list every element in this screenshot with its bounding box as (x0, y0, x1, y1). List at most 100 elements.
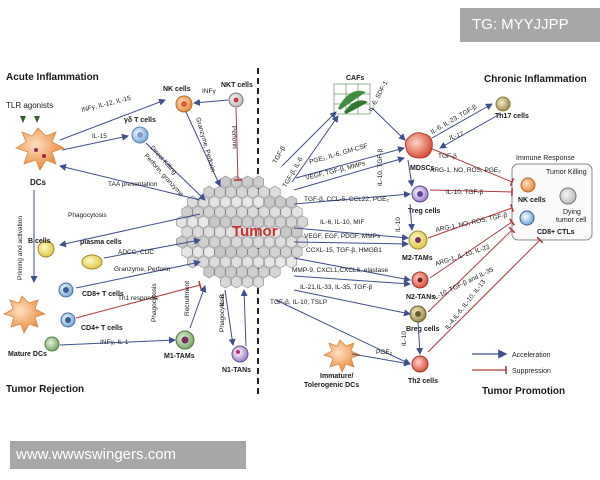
watermark-top-right: TG: MYYJJPP (460, 8, 600, 42)
tumor-cell (231, 175, 242, 189)
edge-label-il10-v2: IL-10 (395, 217, 402, 232)
tumor-cell (280, 245, 292, 259)
tumor-cell (236, 185, 248, 199)
suppression-line (427, 207, 513, 239)
tumor-cell (209, 195, 220, 209)
tumor-cell (269, 265, 281, 279)
dc-cell-icon (15, 127, 66, 171)
tumor-cell (274, 195, 287, 209)
tumor-label: Tumor (232, 223, 278, 240)
chronic-title: Chronic Inflammation (484, 74, 587, 85)
tumor-cell (280, 205, 292, 219)
edge-label-phago3: Phagocytosis (219, 293, 226, 332)
edge-label-gran2: Granzyme, Perforin (114, 266, 171, 273)
edge-label-adcc: ADCC, CDC (118, 249, 154, 256)
interaction-arrows (30, 98, 544, 367)
acceleration-arrow (185, 111, 221, 187)
suppression-line (429, 221, 513, 279)
gd-label: γδ T cells (124, 117, 156, 124)
acceleration-arrow (293, 289, 411, 317)
acceleration-arrow (416, 321, 424, 355)
inset-title: Immune Response (516, 155, 575, 162)
mature-dc-icon (2, 295, 47, 334)
tumor-cell (247, 205, 259, 219)
edge-label-ifn-il12: INFγ, IL-12, IL-15 (81, 95, 132, 114)
tumor-cell (285, 235, 298, 249)
edge-label-vegf-egf: VEGF, EGF, PDGF, MMPs (304, 233, 381, 240)
acute-title: Acute Inflammation (6, 72, 99, 83)
acceleration-arrow (240, 289, 248, 347)
edge-label-tgf-ccl: TGF-β, CCL-5, CCL22, PGE₂ (304, 196, 389, 203)
th2-cell-icon (411, 355, 429, 373)
mature-dc-label: Mature DCs (8, 351, 47, 358)
acceleration-arrow (61, 133, 129, 151)
tumor-cell (209, 255, 220, 269)
tumor-cell (220, 215, 231, 229)
n1-label: N1-TANs (222, 367, 251, 374)
plasma-cell-icon (81, 254, 103, 270)
legend-suppress: Suppression (512, 368, 551, 375)
tumor-cell (247, 265, 259, 279)
edge-label-il10-v3: IL-10 (401, 331, 408, 346)
acceleration-arrow (193, 98, 229, 106)
acceleration-arrow (275, 299, 411, 365)
tumor-cell (203, 185, 215, 199)
tumor-cell (263, 215, 276, 229)
dying-tumor-icon (559, 187, 577, 205)
edge-label-ccxl: CCXL-15, TGF-β, HMGB1 (306, 247, 382, 254)
tumor-cell (263, 195, 276, 209)
edge-label-il15: IL-15 (92, 133, 107, 140)
edge-label-gran-perf: Granzyme, Perforin (194, 117, 216, 173)
tumor-cell (231, 235, 242, 249)
caf-network-icon (333, 83, 371, 115)
tumor-cell (214, 185, 226, 199)
tumor-cell (242, 195, 253, 209)
tumor-cell (198, 235, 209, 249)
tumor-cell (285, 195, 298, 209)
tumor-cell (263, 255, 276, 269)
promotion-title: Tumor Promotion (482, 386, 565, 397)
inset-cd8-icon (519, 210, 535, 226)
tumor-cell (214, 205, 226, 219)
edge-label-phago2: Phagocytosis (151, 283, 158, 322)
suppression-bar (508, 226, 516, 234)
edge-label-il6-sdf: IL-6, SDF-1 (368, 80, 390, 113)
acceleration-arrow (59, 213, 201, 248)
edge-label-pge2: PGE₂ (376, 349, 393, 356)
tumor-cell (253, 195, 265, 209)
acceleration-arrow (281, 111, 337, 167)
tumor-cell (203, 265, 215, 279)
tumor-cell (269, 185, 281, 199)
tumor-cell (203, 205, 215, 219)
acceleration-arrow (371, 107, 406, 141)
tumor-cell (291, 245, 303, 259)
acceleration-arrow (351, 353, 411, 367)
th17-label: Th17 cells (495, 113, 529, 120)
tumor-cell (242, 255, 253, 269)
tumor-cell (209, 235, 220, 249)
acceleration-arrow (59, 336, 176, 346)
tlr-agonists-label: TLR agonists (6, 101, 53, 110)
inset-killing: Tumor Killing (546, 169, 587, 176)
inset-nk-icon (520, 177, 536, 193)
acceleration-arrow (59, 164, 201, 201)
treg-label: Treg cells (408, 208, 440, 215)
tumor-cell (220, 235, 231, 249)
edge-label-phago1: Phagocytosis (68, 212, 107, 219)
acceleration-arrow (59, 98, 166, 141)
tumor-cell (274, 215, 287, 229)
tumor-cell (242, 175, 253, 189)
tumor-cell (285, 215, 298, 229)
legend-accel: Acceleration (512, 352, 551, 359)
nk-cell-nucleus (181, 101, 187, 107)
tumor-cell (236, 205, 248, 219)
acceleration-arrow (293, 275, 411, 288)
suppression-bar (509, 203, 515, 213)
tumor-cell (192, 225, 204, 239)
edge-label-tgf-il6: TGF-β, IL-6 (282, 156, 305, 189)
tumor-cell (253, 215, 265, 229)
n2-nucleus (417, 277, 423, 283)
acceleration-arrow (439, 113, 501, 149)
edge-label-mmp: MMP-9, CXCL1,CXCL6, elastase (292, 267, 388, 274)
